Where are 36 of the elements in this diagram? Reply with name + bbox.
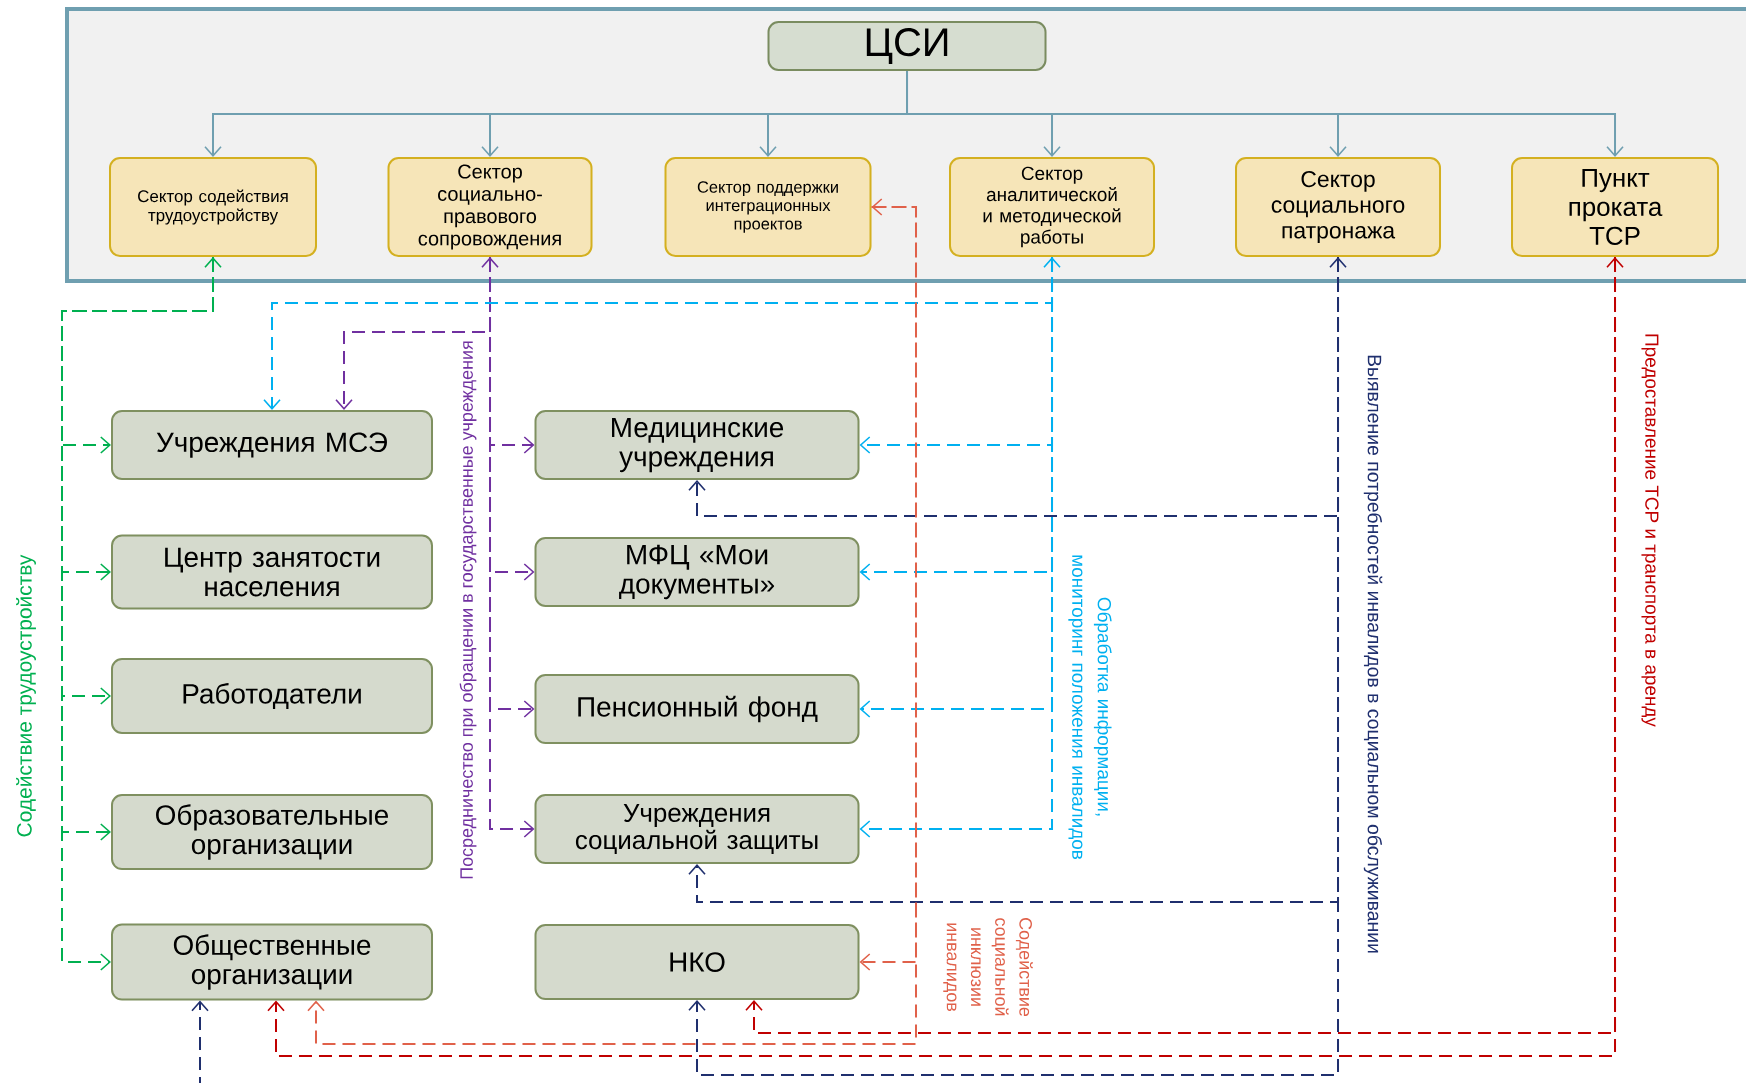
- organization-box: Учреждения социальной защиты: [534, 794, 860, 864]
- sector-box: Сектор поддержки интеграционных проектов: [664, 157, 872, 257]
- organization-box: Центр занятости населения: [111, 534, 433, 610]
- arrow: [859, 257, 1061, 838]
- edge-label: Содействие трудоустройству: [15, 553, 37, 839]
- organization-box: МФЦ «Мои документы»: [534, 537, 860, 607]
- sector-box: Сектор аналитической и методической работы: [949, 157, 1155, 257]
- arrow: [745, 256, 1616, 1034]
- sector-box: Сектор социального патронажа: [1235, 157, 1441, 257]
- edge-label: Обработка информации, мониторинг положения инвалидов: [1067, 546, 1113, 868]
- arrow: [267, 257, 1624, 1057]
- sector-box: Сектор содействия трудоустройству: [109, 157, 317, 257]
- organization-box: Работодатели: [111, 658, 433, 734]
- organization-box: Пенсионный фонд: [534, 674, 860, 744]
- arrow: [489, 256, 535, 718]
- sector-box: Пункт проката ТСР: [1511, 157, 1719, 257]
- organization-box: Учреждения МСЭ: [111, 410, 433, 480]
- arrow: [307, 198, 917, 1045]
- arrow: [859, 256, 1053, 718]
- arrow: [61, 257, 222, 971]
- organization-box: Общественные организации: [111, 923, 433, 1001]
- edge-label: Содействие социальной инклюзии инвалидов: [942, 911, 1034, 1023]
- edge-label: Предоставление ТСР и транспорта в аренду: [1640, 332, 1660, 728]
- arrow: [688, 257, 1347, 1076]
- arrow: [61, 256, 214, 841]
- arrow: [859, 206, 917, 971]
- arrow: [688, 256, 1339, 903]
- arrow: [481, 257, 535, 838]
- title-box: ЦСИ: [767, 21, 1047, 71]
- organization-box: Медицинские учреждения: [534, 410, 860, 480]
- arrow: [191, 1000, 209, 1083]
- edge-label: Выявление потребностей инвалидов в социальном обслуживании: [1362, 353, 1384, 955]
- organization-box: НКО: [534, 924, 860, 1000]
- sector-box: Сектор социально-правового сопровождения: [387, 157, 593, 257]
- organization-box: Образовательные организации: [111, 794, 433, 870]
- arrow: [906, 70, 1624, 157]
